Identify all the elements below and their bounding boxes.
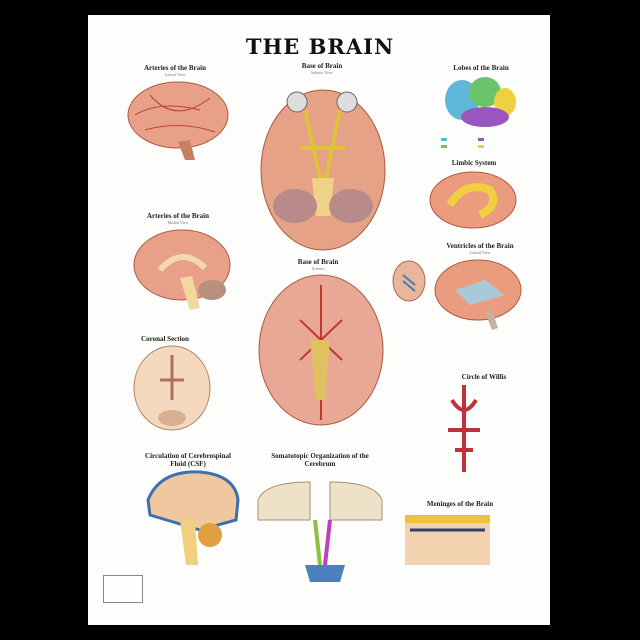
section-title: Ventricles of the Brain [446, 242, 514, 250]
poster-title: THE BRAIN [245, 34, 395, 59]
section-title: Base of Brain [297, 258, 339, 266]
section-title: Meninges of the Brain [426, 500, 494, 508]
csf-illustration [146, 470, 240, 565]
section-title: Coronal Section [141, 335, 189, 343]
section-somatotopic: Somatotopic Organization of the Cerebrum [265, 452, 375, 468]
section-title: Lobes of the Brain [453, 64, 509, 72]
section-meninges: Meninges of the Brain [427, 500, 493, 508]
circle-of-willis-illustration [448, 385, 480, 472]
section-subtitle: Lateral View [164, 72, 186, 77]
section-title: Arteries of the Brain [146, 212, 210, 220]
section-lobes: Lobes of the Brain [453, 64, 508, 72]
limbic-illustration [429, 171, 517, 229]
base-brain-illustration [260, 89, 386, 251]
section-title: Limbic System [451, 159, 497, 167]
section-limbic: Limbic System [452, 159, 497, 167]
section-subtitle: Inferior View [311, 70, 333, 75]
lateral-brain-illustration [127, 81, 229, 160]
section-title: Arteries of the Brain [143, 64, 207, 72]
section-title: Circle of Willis [461, 373, 507, 381]
somatotopic-illustration [257, 481, 383, 582]
section-title: Circulation of Cerebrospinal Fluid (CSF) [145, 452, 231, 468]
medial-brain-illustration [133, 229, 231, 310]
section-subtitle: Lateral View [469, 250, 491, 255]
section-circle-of-willis: Circle of Willis [462, 373, 507, 381]
section-subtitle: Medial View [167, 220, 189, 225]
publisher-box [103, 575, 143, 603]
section-title: Somatotopic Organization of the Cerebrum [271, 452, 369, 468]
base-arteries-illustration [258, 274, 384, 426]
section-csf: Circulation of Cerebrospinal Fluid (CSF) [138, 452, 238, 468]
section-title: Base of Brain [301, 62, 343, 70]
section-subtitle: Arteries [311, 266, 325, 271]
lobes-illustration [441, 77, 516, 148]
section-coronal: Coronal Section [141, 335, 189, 343]
meninges-illustration [405, 515, 490, 565]
coronal-illustration [133, 345, 211, 431]
ventricles-illustration [392, 259, 522, 330]
